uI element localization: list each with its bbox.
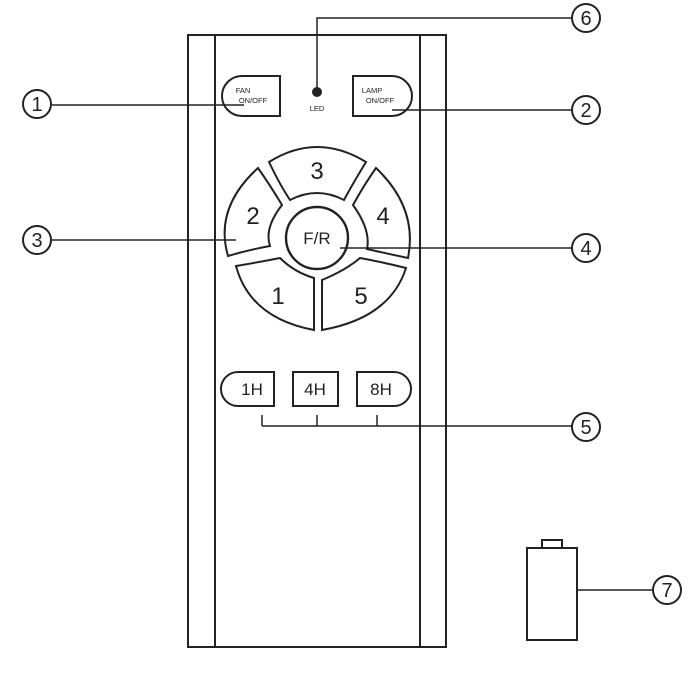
callout-circle-1 [22,89,52,119]
speed-label-3: 3 [310,158,323,185]
timer-label-4h: 4H [304,380,326,399]
lamp-onoff-button[interactable] [352,75,413,117]
speed-label-2: 2 [246,203,259,230]
leader-line-6 [316,17,572,88]
callout-number-6: 6 [580,8,591,30]
speed-button-2[interactable] [223,166,284,258]
timer-label-1h: 1H [241,380,263,399]
fan-button-label-line2: ON/OFF [239,96,268,105]
timer-button-1h[interactable] [220,371,275,407]
callout-number-5: 5 [580,417,591,439]
callout-circle-4 [571,233,601,263]
speed-label-1: 1 [271,283,284,310]
fan-onoff-button[interactable] [221,75,281,117]
battery-terminal [541,539,563,549]
forward-reverse-button[interactable] [284,205,350,271]
callout-number-7: 7 [661,580,672,602]
timer-label-8h: 8H [370,380,392,399]
speed-button-5[interactable] [321,256,408,332]
timer-button-4h[interactable] [292,371,339,407]
speed-button-1[interactable] [234,256,315,332]
battery-icon [526,547,578,641]
speed-label-5: 5 [354,283,367,310]
led-indicator [312,87,322,97]
remote-body [187,34,447,648]
led-label: LED [310,104,325,113]
callout-number-3: 3 [31,230,42,252]
callout-circle-7 [652,575,682,605]
callout-circle-5 [571,412,601,442]
callout-number-4: 4 [580,238,591,260]
center-button-label: F/R [303,229,330,248]
speed-button-4[interactable] [351,166,411,260]
callout-circle-2 [571,95,601,125]
lamp-button-label-line1: LAMP [362,86,382,95]
timer-button-8h[interactable] [356,371,412,407]
callout-circle-3 [22,225,52,255]
speed-button-3[interactable] [267,146,368,202]
timer-bracket [261,415,572,427]
lamp-button-label-line2: ON/OFF [366,96,395,105]
fan-button-label-line1: FAN [236,86,251,95]
callout-number-2: 2 [580,100,591,122]
callout-number-1: 1 [31,94,42,116]
speed-label-4: 4 [376,203,389,230]
callout-circle-6 [571,3,601,33]
